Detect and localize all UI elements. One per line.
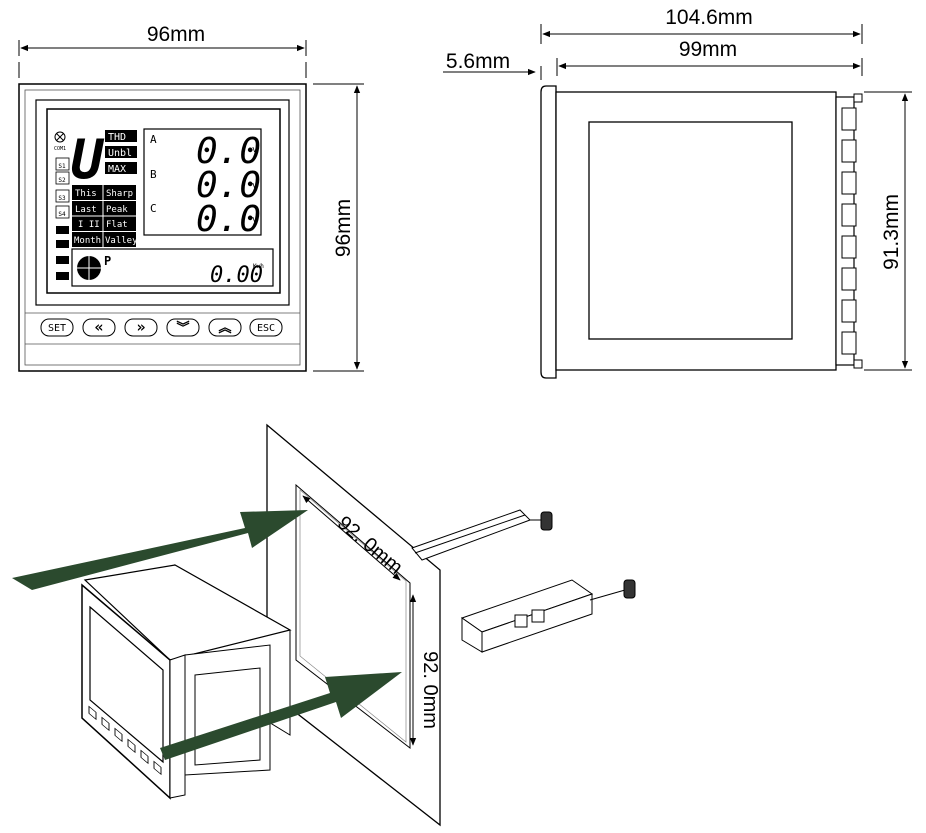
left-button-label: « (94, 318, 103, 336)
tariff-flat: Flat (106, 220, 128, 230)
tariff-peak: Peak (106, 205, 128, 215)
down-button-label: ︾ (176, 320, 189, 336)
front-height-label: 96mm (332, 199, 355, 257)
com-label: COM1 (54, 146, 66, 152)
terminal-block (835, 96, 855, 366)
tag-group: THD Unbl MAX (105, 130, 137, 175)
meter-perspective (81, 564, 292, 800)
phase-c-value: 0.0 (196, 199, 261, 240)
side-view: 104.6mm 99mm 5.6mm 91.3mm (443, 6, 912, 379)
tag-unbl: Unbl (108, 148, 132, 159)
s-indicators: S1 S2 S3 S4 (55, 157, 70, 280)
phase-c-label: C (150, 202, 157, 215)
right-button-label: » (136, 318, 145, 336)
phase-a-value: 0.0 (196, 131, 261, 172)
power-letter: P (104, 254, 111, 268)
phase-b-value: 0.0 (196, 165, 261, 206)
cutout-width-dimension-line (302, 495, 401, 581)
tariff-this: This (75, 189, 97, 199)
side-label-area (588, 121, 793, 340)
down-button[interactable] (166, 318, 200, 337)
s3-label: S3 (58, 195, 66, 202)
mounting-clip-bottom (460, 579, 636, 653)
left-button[interactable] (82, 318, 116, 337)
tag-max: MAX (108, 164, 126, 175)
tariff-valley: Valley (105, 236, 138, 246)
s4-label: S4 (58, 211, 66, 218)
big-digit: U (71, 128, 105, 191)
tariff-i-ii: I II (78, 220, 100, 230)
com-icon (54, 131, 66, 143)
phase-readings: A 0.0 v B 0.0 v C 0.0 v (150, 131, 261, 240)
esc-button-label: ESC (257, 323, 275, 334)
s1-label: S1 (58, 163, 66, 170)
phase-a-label: A (150, 133, 157, 146)
total-depth-label: 104.6mm (665, 6, 753, 29)
up-button-label: ︽ (218, 321, 231, 336)
set-button[interactable] (40, 318, 74, 337)
phase-b-unit: v (252, 181, 257, 191)
insertion-arrow-top (12, 510, 308, 590)
right-button[interactable] (124, 318, 158, 337)
front-view: 96mm 96mm COM1 U THD Unbl MAX S1 (18, 23, 364, 372)
energy-unit: Kwh (253, 263, 264, 270)
bezel-label: 5.6mm (446, 50, 510, 73)
side-bezel (540, 85, 557, 379)
phase-b-label: B (150, 168, 157, 181)
tariff-sharp: Sharp (106, 189, 133, 199)
insertion-arrow-bottom (160, 672, 402, 760)
up-button[interactable] (208, 318, 242, 337)
phase-box (143, 128, 262, 236)
s2-label: S2 (58, 177, 66, 184)
front-width-label: 96mm (147, 23, 205, 46)
esc-button[interactable] (249, 318, 283, 337)
button-row: SET « » ︾ ︽ ESC (40, 318, 283, 337)
tag-thd: THD (108, 132, 126, 143)
side-height-label: 91.3mm (880, 194, 903, 270)
tariff-last: Last (75, 205, 97, 215)
phase-a-unit: v (252, 145, 257, 155)
phase-c-unit: v (252, 215, 257, 225)
set-button-label: SET (48, 323, 66, 334)
cutout-height-label: 92. 0mm (419, 651, 441, 729)
body-depth-label: 99mm (679, 38, 737, 61)
tariff-grid: This Sharp Last Peak I II Flat Month Val… (72, 185, 138, 247)
tariff-month: Month (74, 236, 101, 246)
mounting-clip-top (411, 509, 553, 561)
energy-box (71, 248, 274, 287)
installation-view: 92. 0mm 92. 0mm (12, 423, 636, 827)
energy-value: 0.00 (210, 263, 263, 288)
